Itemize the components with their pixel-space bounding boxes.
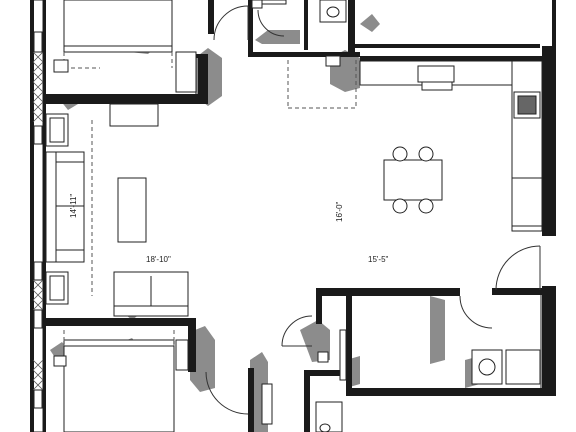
interior-walls	[46, 0, 556, 432]
bedroom-1	[53, 0, 197, 93]
bathroom-2	[261, 351, 343, 432]
kitchen-depth-label: 16'-0"	[335, 201, 344, 222]
living-depth-label: 14'-11"	[69, 194, 78, 218]
doors	[205, 5, 541, 415]
bedroom-2	[53, 330, 189, 432]
loveseat	[113, 271, 189, 317]
exterior-wall-left	[30, 0, 46, 432]
living-room: 18'-10" 14'-11"	[45, 103, 189, 317]
dining-table	[383, 146, 443, 214]
sofa	[45, 151, 85, 263]
laundry-closet	[339, 329, 541, 385]
window-hatch	[32, 51, 44, 391]
living-width-label: 18'-10"	[146, 255, 171, 264]
kitchen-width-label: 15'-5"	[368, 255, 389, 264]
kitchen: 15'-5" 16'-0"	[287, 60, 543, 264]
bathroom	[251, 0, 347, 67]
